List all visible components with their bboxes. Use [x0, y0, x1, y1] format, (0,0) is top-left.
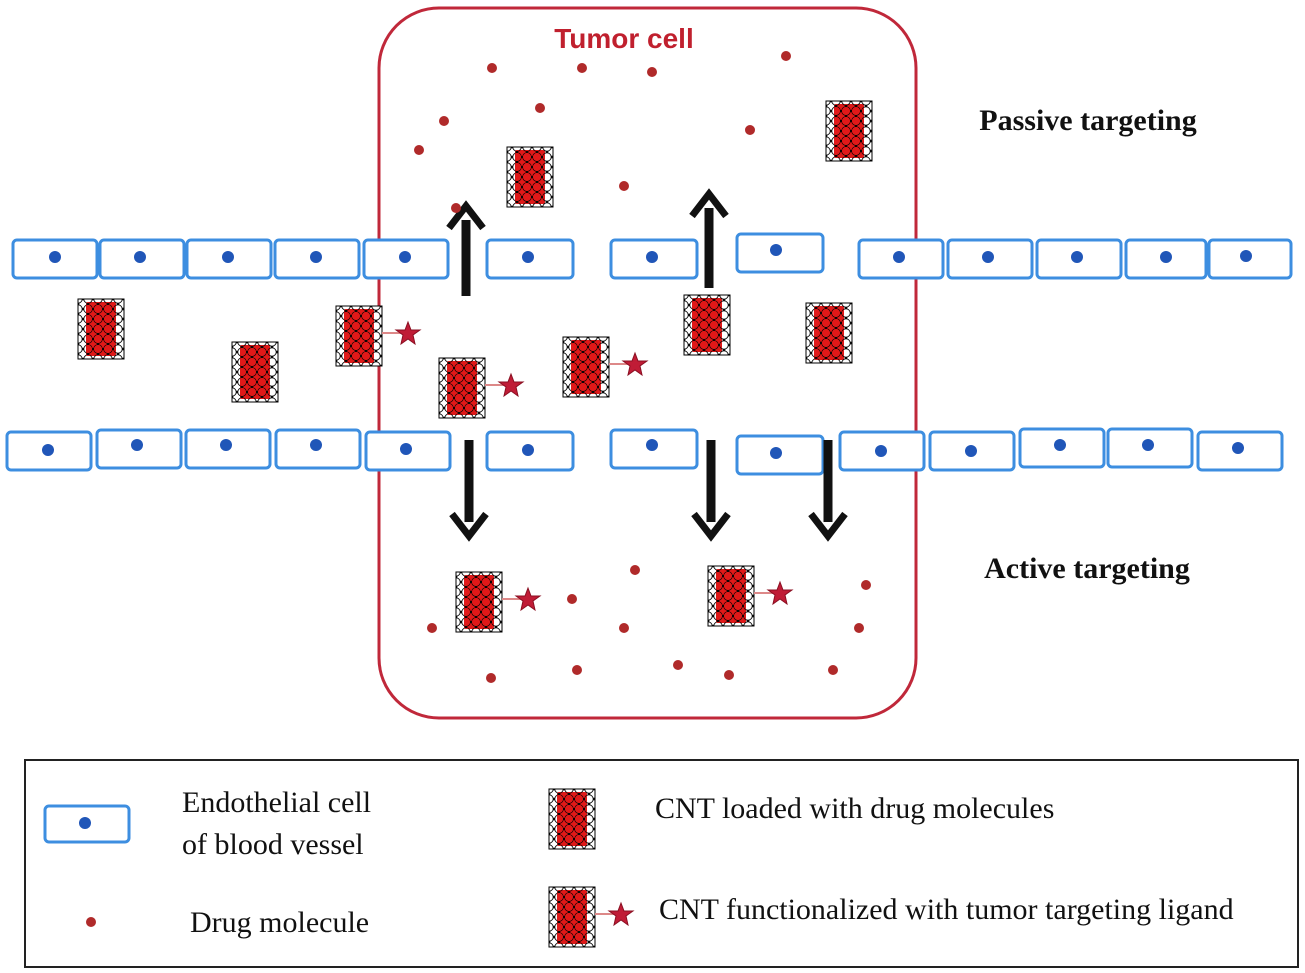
legend-endothelial-line2: of blood vessel [182, 828, 364, 861]
drug-molecule-icon [630, 565, 640, 575]
arrow-up [689, 188, 729, 288]
drug-molecule-icon [647, 67, 657, 77]
endothelial-cell-icon [43, 804, 131, 844]
ligand-carbon-nanotube-icon [456, 572, 540, 632]
drug-molecule-icon [572, 665, 582, 675]
upper-vessel-wall [11, 232, 1293, 280]
endothelial-cell [857, 238, 945, 280]
endothelial-cell [5, 430, 93, 472]
carbon-nanotube-icon [805, 302, 853, 364]
endothelial-cell [98, 238, 186, 280]
endothelial-cell [838, 430, 926, 472]
drug-molecule-icon [486, 673, 496, 683]
legend-endothelial-line1: Endothelial cell [182, 786, 371, 819]
endothelial-cell [946, 238, 1034, 280]
endothelial-cell [485, 430, 575, 472]
ligand-carbon-nanotube-icon [708, 566, 792, 626]
passive-targeting-label: Passive targeting [979, 104, 1196, 137]
drug-molecule-icon [861, 580, 871, 590]
ligand-carbon-nanotube-icon [439, 358, 523, 418]
endothelial-cell [364, 430, 452, 472]
carbon-nanotube-icon [231, 341, 279, 403]
legend-box [24, 759, 1299, 968]
endothelial-cell [485, 238, 575, 280]
carbon-nanotube-icon [683, 294, 731, 356]
drug-molecule-icon [781, 51, 791, 61]
drug-molecule-icon [619, 181, 629, 191]
drug-molecule-icon [673, 660, 683, 670]
endothelial-cell [362, 238, 450, 280]
drug-molecule-icon [854, 623, 864, 633]
arrow-down [691, 440, 731, 542]
arrow-down [808, 440, 848, 542]
drug-molecule-icon [619, 623, 629, 633]
endothelial-cell [11, 238, 99, 280]
drug-molecule-icon [439, 116, 449, 126]
legend-drug-molecule: Drug molecule [190, 906, 369, 939]
endothelial-cell [1207, 238, 1293, 280]
lower-vessel-wall [5, 427, 1284, 476]
carbon-nanotube-icon [506, 146, 554, 208]
carbon-nanotube-icon [548, 788, 596, 850]
legend: Endothelial cell of blood vessel Drug mo… [24, 759, 1299, 968]
endothelial-cell [928, 430, 1016, 472]
drug-molecule-icon [724, 670, 734, 680]
drug-molecule-icon [577, 63, 587, 73]
endothelial-cell [1196, 430, 1284, 472]
arrow-up [446, 200, 486, 296]
endothelial-cell [1106, 427, 1194, 469]
legend-cnt-functionalized: CNT functionalized with tumor targeting … [659, 893, 1234, 926]
drug-molecule-icon [427, 623, 437, 633]
tumor-cell-label: Tumor cell [554, 23, 694, 54]
drug-molecule-icon [487, 63, 497, 73]
carbon-nanotube-icon [77, 298, 125, 360]
drug-molecule-icon [86, 917, 96, 927]
active-targeting-label: Active targeting [984, 552, 1190, 585]
endothelial-cell [185, 238, 273, 280]
drug-molecule-icon [828, 665, 838, 675]
endothelial-cell [609, 428, 699, 470]
endothelial-cell [735, 232, 825, 274]
drug-molecule-icon [567, 594, 577, 604]
endothelial-cell [274, 428, 362, 470]
drug-molecules [414, 51, 871, 683]
drug-molecule-icon [451, 203, 461, 213]
endothelial-cell [1035, 238, 1123, 280]
endothelial-cell [1124, 238, 1208, 280]
active-arrows [449, 440, 848, 542]
ligand-carbon-nanotube-icon [563, 337, 647, 397]
carbon-nanotube-icon [825, 100, 873, 162]
endothelial-cell [735, 434, 825, 476]
endothelial-cell [1018, 427, 1106, 469]
endothelial-cell [184, 428, 272, 470]
drug-molecule-icon [745, 125, 755, 135]
drug-molecule-icon [535, 103, 545, 113]
endothelial-cell [273, 238, 361, 280]
legend-cnt-loaded: CNT loaded with drug molecules [655, 792, 1054, 825]
drug-molecule-icon [414, 145, 424, 155]
endothelial-cell [609, 238, 699, 280]
ligand-carbon-nanotube-icon [336, 306, 420, 366]
passive-arrows [446, 188, 729, 296]
endothelial-cell [95, 428, 183, 470]
arrow-down [449, 440, 489, 542]
